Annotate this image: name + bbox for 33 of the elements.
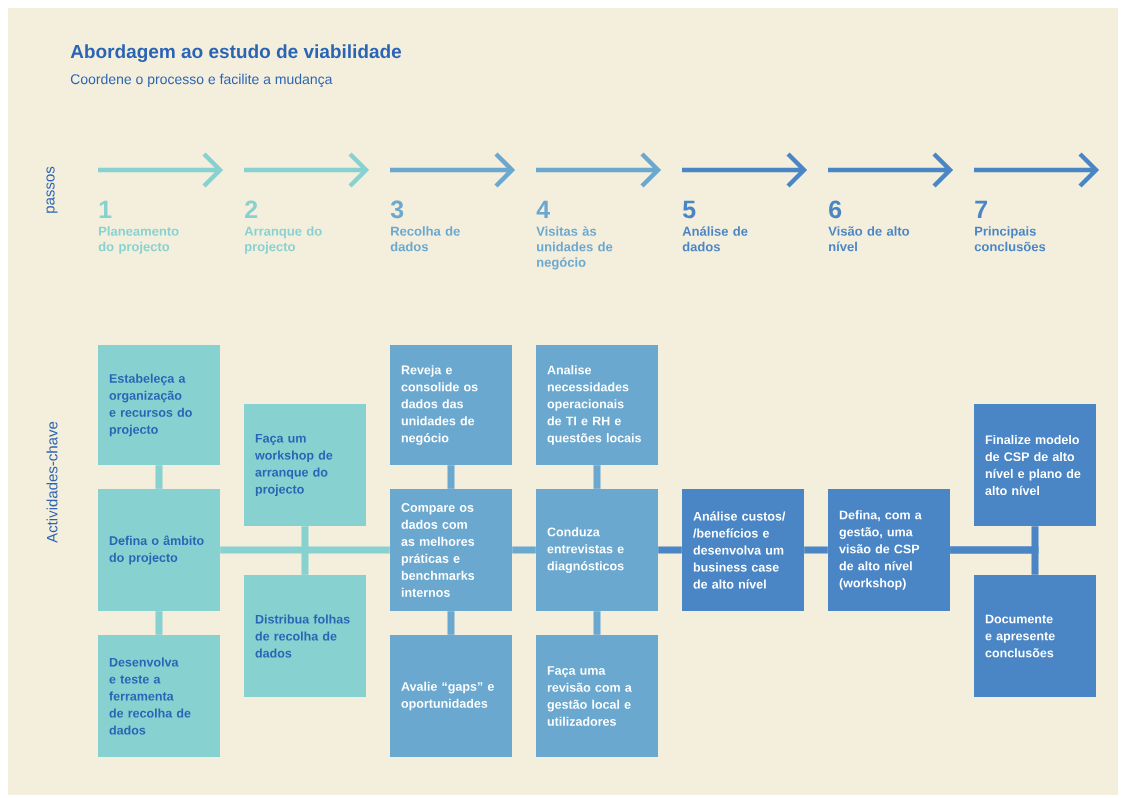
title: Abordagem ao estudo de viabilidade	[70, 44, 402, 63]
step-name: Arranque do projecto	[244, 226, 322, 254]
activity-box: Faça uma revisão com a gestão local e utilizadores	[536, 635, 658, 757]
activity-box: Documente e apresente conclusões	[974, 575, 1096, 697]
step-number: 4	[536, 200, 550, 218]
activity-box: Defina o âmbito do projecto	[98, 489, 220, 611]
row-heading: Actividades-chave	[46, 421, 58, 543]
step-name: Principais conclusões	[974, 226, 1046, 252]
activity-box: Avalie “gaps” e oportunidades	[390, 635, 512, 757]
activity-box: Distribua folhas de recolha de dados	[244, 575, 366, 697]
activity-box: Conduza entrevistas e diagnósticos	[536, 489, 658, 611]
step-name: Visitas às unidades de negócio	[536, 226, 613, 270]
activity-box: Finalize modelo de CSP de alto nível e plano de alto nível	[974, 404, 1096, 526]
step-name: Análise de dados	[682, 226, 748, 252]
step-number: 7	[975, 200, 987, 218]
activity-box: Compare os dados com as melhores práticas e benchmarks internos	[390, 489, 512, 611]
activity-box: Reveja e consolide os dados das unidades de negócio	[390, 345, 512, 465]
activity-box: Análise custos/ /benefícios e desenvolva um business case de alto nível	[682, 489, 804, 611]
subtitle: Coordene o processo e facilite a mudança	[70, 73, 333, 87]
row-heading: passos	[46, 166, 58, 213]
step-number: 3	[390, 200, 404, 219]
step-name: Planeamento do projecto	[98, 226, 179, 254]
activity-box: Analise necessidades operacionais de TI e RH e questões locais	[536, 345, 658, 465]
step-number: 2	[245, 200, 258, 218]
activity-box: Faça um workshop de arranque do projecto	[244, 404, 366, 526]
step-number: 1	[99, 200, 112, 218]
step-name: Recolha de dados	[390, 226, 460, 252]
activity-box: Desenvolva e teste a ferramenta de recolha de dados	[98, 635, 220, 757]
step-number: 6	[829, 200, 842, 219]
step-number: 5	[683, 200, 696, 219]
activity-box: Estabeleça a organização e recursos do projecto	[98, 345, 220, 465]
activity-box: Defina, com a gestão, uma visão de CSP de alto nível (workshop)	[828, 489, 950, 611]
step-name: Visão de alto nível	[828, 226, 910, 252]
